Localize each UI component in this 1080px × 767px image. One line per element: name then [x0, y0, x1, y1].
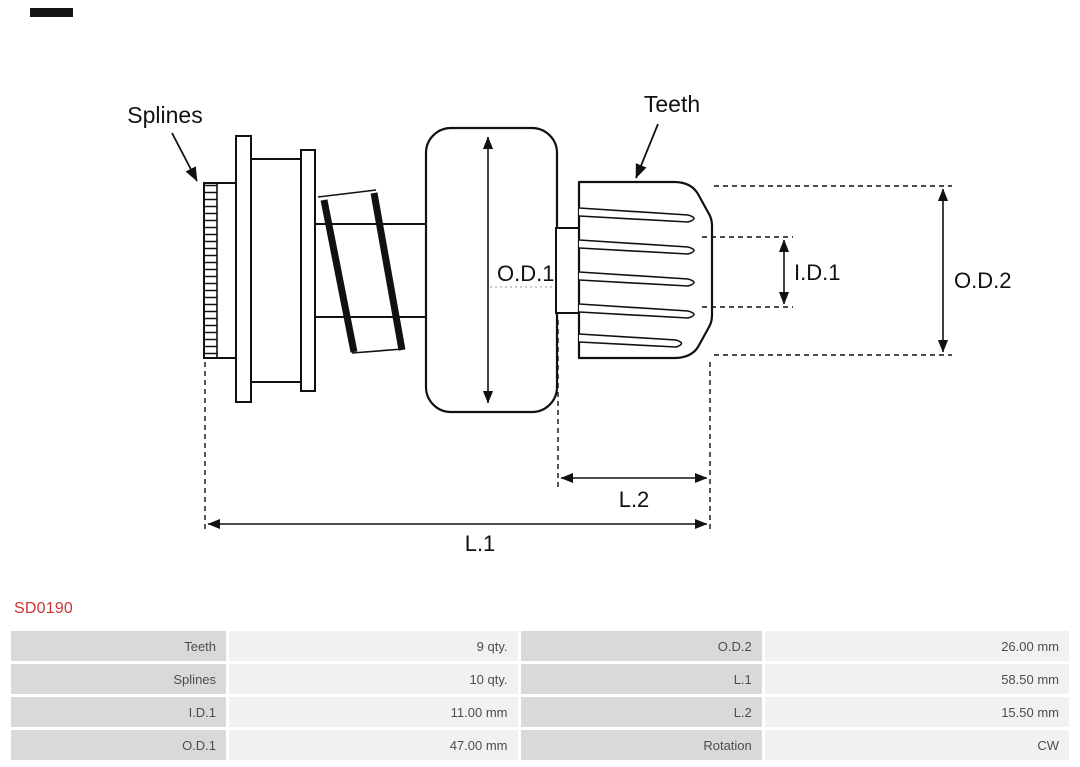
dimension-id1: I.D.1 — [702, 236, 840, 308]
spec-value-cell: 47.00 mm — [229, 730, 518, 760]
drive-flanges — [235, 135, 316, 403]
spring-and-shaft — [314, 189, 432, 354]
spring-coil — [320, 199, 358, 353]
spec-value-cell: 10 qty. — [229, 664, 518, 694]
gear-groove — [578, 333, 683, 348]
table-row: I.D.1 11.00 mm L.2 15.50 mm — [11, 697, 1069, 727]
spec-label-cell: L.1 — [520, 664, 762, 694]
spec-label-cell: O.D.2 — [520, 631, 762, 661]
spec-value-cell: 11.00 mm — [229, 697, 518, 727]
spec-value-cell: 15.50 mm — [764, 697, 1069, 727]
spec-value-cell: 58.50 mm — [764, 664, 1069, 694]
table-row: Teeth 9 qty. O.D.2 26.00 mm — [11, 631, 1069, 661]
part-number: SD0190 — [14, 600, 74, 617]
pinion-outline — [577, 180, 714, 360]
clutch-barrel: O.D.1 — [424, 126, 559, 414]
splined-shaft — [203, 182, 239, 359]
pinion-gear — [577, 180, 714, 360]
dimension-od2: O.D.2 — [714, 185, 1011, 356]
label-l1: L.1 — [465, 531, 496, 556]
spec-label-cell: Splines — [11, 664, 227, 694]
table-row: Splines 10 qty. L.1 58.50 mm — [11, 664, 1069, 694]
gear-groove — [578, 271, 695, 287]
gear-groove — [578, 239, 695, 255]
label-splines: Splines — [127, 102, 202, 128]
dimension-l1: L.1 — [204, 362, 708, 556]
table-row: O.D.1 47.00 mm Rotation CW — [11, 730, 1069, 760]
label-l2: L.2 — [619, 487, 650, 512]
specs-table: Teeth 9 qty. O.D.2 26.00 mm Splines 10 q… — [8, 628, 1072, 763]
label-od2: O.D.2 — [954, 268, 1011, 293]
label-teeth: Teeth — [644, 91, 700, 117]
spec-value-cell: 9 qty. — [229, 631, 518, 661]
gear-groove — [578, 207, 695, 223]
callout-teeth: Teeth — [635, 91, 700, 179]
spec-label-cell: L.2 — [520, 697, 762, 727]
spec-label-cell: Teeth — [11, 631, 227, 661]
brand-logo-mark — [30, 8, 73, 17]
gear-groove — [578, 303, 695, 319]
callout-splines: Splines — [127, 102, 203, 182]
spec-label-cell: Rotation — [520, 730, 762, 760]
spring-coil — [370, 192, 406, 351]
spec-value-cell: CW — [764, 730, 1069, 760]
spec-value-cell: 26.00 mm — [764, 631, 1069, 661]
step-shaft — [555, 227, 580, 314]
label-od1: O.D.1 — [497, 261, 554, 286]
spec-label-cell: O.D.1 — [11, 730, 227, 760]
dimension-l2: L.2 — [557, 320, 711, 531]
label-id1: I.D.1 — [794, 260, 840, 285]
part-diagram: O.D.1 I.D.1 O.D.2 — [127, 91, 1011, 556]
spec-label-cell: I.D.1 — [11, 697, 227, 727]
